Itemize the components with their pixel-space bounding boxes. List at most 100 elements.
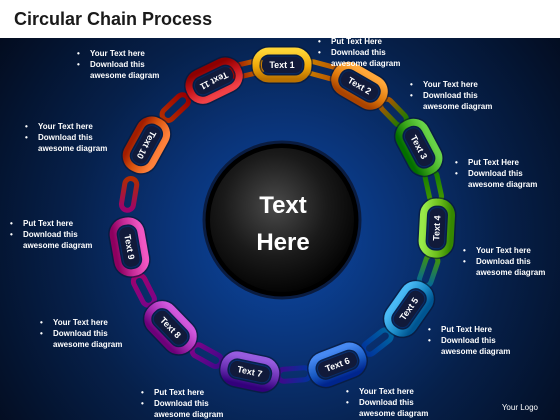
chain-link-inner [262, 57, 302, 73]
chain-link-inner [194, 67, 234, 95]
chain-connector-link [159, 92, 192, 123]
note-bullet-body: Download this awesome diagram [455, 168, 537, 190]
chain-link-ring [384, 281, 434, 337]
note-text-block: Put Text HereDownload this awesome diagra… [455, 157, 537, 190]
chain-link-7: Text 7 [218, 349, 281, 394]
note-text-block: Your Text hereDownload this awesome diagr… [463, 245, 545, 278]
note-bullet-heading: Your Text here [463, 245, 545, 256]
note-bullet-heading: Put Text here [141, 387, 223, 398]
chain-link-6: Text 6 [307, 341, 368, 389]
note-line: Download this [476, 257, 531, 266]
chain-link-3: Text 3 [393, 117, 444, 178]
note-line: Download this [23, 230, 78, 239]
note-text-block: Your Text hereDownload this awesome diagr… [25, 121, 107, 154]
slide-title: Circular Chain Process [14, 9, 213, 29]
note-text-block: Put Text hereDownload this awesome diagra… [10, 218, 92, 251]
chain-connector-ring [130, 272, 157, 308]
chain-link-9: Text 9 [108, 215, 151, 278]
chain-link-ring [418, 198, 455, 258]
chain-link-10: Text 10 [121, 115, 172, 175]
note-bullet-body: Download this awesome diagram [463, 256, 545, 278]
note-line: Download this [53, 329, 108, 338]
note-line: Download this [359, 398, 414, 407]
note-bullet-list: Put Text hereDownload this awesome diagra… [141, 387, 223, 420]
footer-logo: Your Logo [501, 403, 538, 412]
note-line: Download this [90, 60, 145, 69]
note-line: Download this [38, 133, 93, 142]
note-text-block: Your Text hereDownload this awesome diagr… [77, 48, 159, 81]
note-bullet-heading: Put Text here [10, 218, 92, 229]
note-text-block: Your Text hereDownload this awesome diagr… [40, 317, 122, 350]
chain-link-inner [119, 226, 140, 267]
note-bullet-heading: Put Text Here [318, 36, 400, 47]
note-bullet-list: Put Text HereDownload this awesome diagra… [455, 157, 537, 190]
note-bullet-body: Download this awesome diagram [10, 229, 92, 251]
note-line: Download this [423, 91, 478, 100]
note-bullet-list: Put Text hereDownload this awesome diagra… [10, 218, 92, 251]
note-line: awesome diagram [154, 410, 224, 419]
note-line: awesome diagram [38, 144, 108, 153]
note-line: awesome diagram [53, 340, 123, 349]
chain-connector-ring [118, 176, 140, 213]
note-bullet-heading: Put Text Here [455, 157, 537, 168]
chain-connector-link [275, 365, 313, 384]
chain-link-ring [252, 47, 312, 83]
note-line: Download this [468, 169, 523, 178]
note-bullet-body: Download this awesome diagram [25, 132, 107, 154]
note-bullet-list: Your Text hereDownload this awesome diagr… [40, 317, 122, 350]
chain-link-inner [229, 360, 270, 383]
chain-link-label: Text 4 [431, 215, 442, 241]
chain-link-inner [393, 290, 425, 328]
chain-link-inner [340, 71, 379, 101]
note-bullet-body: Download this awesome diagram [141, 398, 223, 420]
note-text-block: Put Text hereDownload this awesome diagra… [141, 387, 223, 420]
note-bullet-heading: Your Text here [25, 121, 107, 132]
note-line: awesome diagram [23, 241, 93, 250]
chain-link-ring [109, 217, 150, 277]
chain-link-label: Text 9 [122, 234, 136, 261]
note-line: Download this [154, 399, 209, 408]
center-text-line-1: Text [259, 192, 307, 219]
chain-link-label: Text 1 [269, 60, 294, 70]
chain-link-ring [122, 116, 171, 174]
chain-link-ring [185, 57, 243, 104]
note-line: awesome diagram [90, 71, 160, 80]
note-line: awesome diagram [476, 268, 546, 277]
chain-connector-ring [159, 92, 192, 123]
chain-link-ring [331, 61, 388, 110]
note-bullet-heading: Your Text here [77, 48, 159, 59]
chain-connector-ring [275, 365, 313, 384]
note-line: Download this [331, 48, 386, 57]
note-line: Download this [441, 336, 496, 345]
note-line: awesome diagram [468, 180, 538, 189]
center-text-line-2: Here [256, 229, 309, 256]
chain-link-ring [308, 342, 367, 387]
note-bullet-list: Your Text hereDownload this awesome diagr… [77, 48, 159, 81]
chain-connector-link [130, 272, 157, 308]
note-bullet-heading: Your Text here [410, 79, 492, 90]
note-bullet-body: Download this awesome diagram [40, 328, 122, 350]
note-bullet-body: Download this awesome diagram [77, 59, 159, 81]
note-bullet-heading: Your Text here [40, 317, 122, 328]
note-bullet-list: Your Text hereDownload this awesome diagr… [463, 245, 545, 278]
chain-connector-link [118, 176, 140, 213]
chain-link-inner [404, 128, 433, 167]
chain-link-8: Text 8 [142, 299, 199, 356]
center-disc-inner [210, 148, 354, 292]
chain-link-ring [144, 301, 197, 355]
chain-link-inner [428, 208, 446, 249]
